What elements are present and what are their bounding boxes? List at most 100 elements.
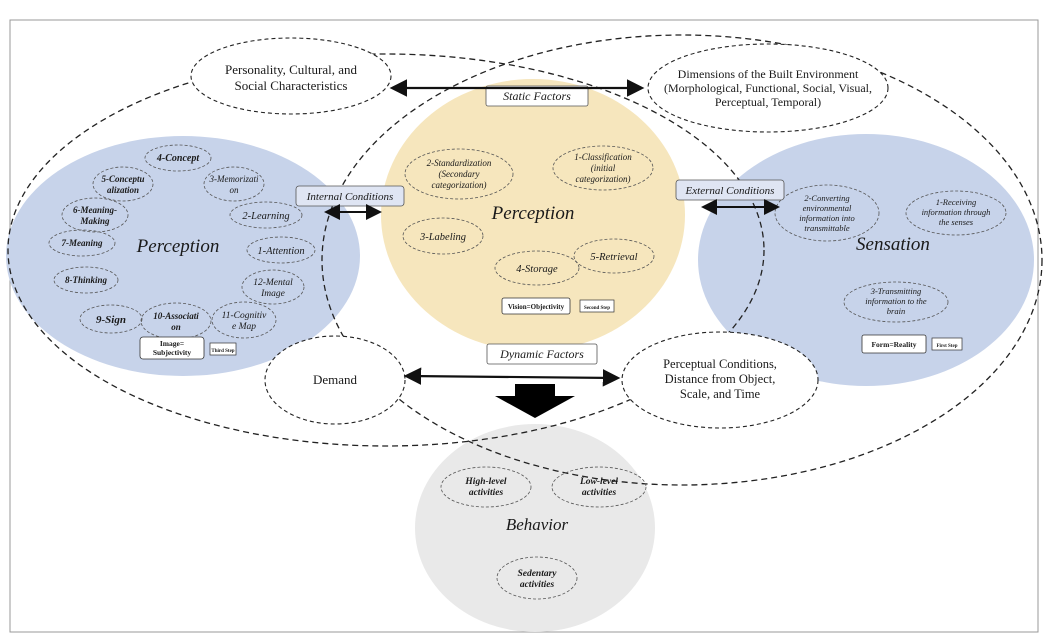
item-mental-image-1: 12-Mental (253, 278, 293, 288)
item-classification-ellipse (552, 145, 654, 191)
item-concept: 4-Concept (156, 153, 200, 164)
item-transmitting-3: brain (887, 306, 905, 316)
behavior-zone (415, 424, 655, 632)
item-transmitting-ellipse (843, 281, 949, 323)
item-sign: 9-Sign (96, 314, 126, 326)
personality-line-1: Personality, Cultural, and (225, 62, 358, 77)
item-receiving-2: information through (922, 207, 991, 217)
first-step-box (931, 337, 963, 351)
item-high-level-2: activities (469, 488, 504, 498)
item-low-level-ellipse (551, 466, 647, 508)
item-sign-ellipse (79, 304, 143, 334)
item-meaning-making-1: 6-Meaning- (73, 205, 117, 215)
item-standardization-1: 2-Standardization (427, 158, 492, 168)
item-attention-ellipse (246, 236, 316, 264)
item-thinking-ellipse (53, 266, 119, 294)
third-step-label: Third Step (211, 349, 234, 354)
second-step-box (579, 299, 615, 313)
item-high-level-ellipse (440, 466, 532, 508)
built-environment-ellipse (647, 43, 889, 133)
item-converting-3: information into (799, 213, 855, 223)
item-standardization-2: (Secondary (439, 169, 480, 179)
behavior-down-arrow (495, 384, 575, 418)
perceptual-conditions-ellipse (621, 331, 819, 429)
image-subjectivity-1: Image= (160, 339, 184, 348)
item-receiving-1: 1-Receiving (936, 197, 977, 207)
image-subjectivity-2: Subjectivity (153, 348, 192, 357)
form-reality-label: Form=Reality (871, 340, 916, 349)
item-concept-ellipse (144, 144, 212, 172)
perceptual-conditions-line-2: Distance from Object, (665, 372, 776, 386)
dynamic-factors-arrow (403, 367, 621, 387)
item-converting-1: 2-Converting (804, 193, 849, 203)
item-cognitive-map-ellipse (211, 301, 277, 339)
item-meaning-ellipse (48, 229, 116, 257)
item-storage: 4-Storage (516, 264, 558, 275)
item-cognitive-map-1: 11-Cognitiv (222, 311, 267, 321)
left-perception-title: Perception (136, 236, 220, 257)
item-retrieval: 5-Retrieval (590, 252, 637, 263)
third-step-box (209, 342, 237, 356)
vision-objectivity-box (501, 297, 571, 315)
behavior-title: Behavior (506, 515, 569, 534)
item-sedentary-2: activities (520, 580, 555, 590)
item-conceptualization-ellipse (92, 166, 154, 202)
static-factors-label: Static Factors (503, 89, 571, 103)
item-learning: 2-Learning (242, 211, 289, 222)
left-big-ellipse (7, 53, 765, 447)
left-perception-zone (6, 136, 360, 376)
item-attention: 1-Attention (257, 246, 304, 257)
item-association-2: on (171, 322, 181, 332)
item-converting-ellipse (774, 184, 880, 242)
item-mental-image-ellipse (241, 269, 305, 305)
item-thinking: 8-Thinking (65, 275, 108, 285)
item-association-1: 10-Associati (153, 311, 199, 321)
item-mental-image-2: Image (260, 289, 285, 299)
item-labeling: 3-Labeling (419, 232, 466, 243)
vision-objectivity-label: Vision=Objectivity (508, 303, 565, 311)
item-storage-ellipse (494, 250, 580, 286)
item-labeling-ellipse (402, 217, 484, 255)
item-converting-2: environmental (803, 203, 852, 213)
item-transmitting-2: information to the (865, 296, 927, 306)
item-cognitive-map-2: e Map (232, 322, 256, 332)
built-env-line-1: Dimensions of the Built Environment (678, 67, 859, 81)
image-subjectivity-box (139, 336, 205, 360)
perceptual-conditions-line-1: Perceptual Conditions, (663, 357, 777, 371)
item-low-level-1: Low-level (579, 477, 618, 487)
item-receiving-3: the senses (939, 217, 974, 227)
item-retrieval-ellipse (573, 238, 655, 274)
item-memorization-ellipse (203, 166, 265, 202)
item-low-level-2: activities (582, 488, 617, 498)
item-classification-3: categorization) (576, 174, 631, 184)
item-standardization-ellipse (404, 148, 514, 200)
sensation-title: Sensation (856, 234, 930, 255)
perceptual-conditions-line-3: Scale, and Time (680, 387, 761, 401)
item-sedentary-1: Sedentary (517, 569, 557, 579)
item-converting-4: transmittable (804, 223, 850, 233)
demand-label: Demand (313, 372, 358, 387)
item-conceptualization-2: alization (107, 185, 139, 195)
item-memorization-1: 3-Memorizati (209, 174, 259, 184)
item-transmitting-1: 3-Transmitting (870, 286, 922, 296)
personality-ellipse (190, 37, 392, 115)
center-perception-zone (381, 79, 685, 351)
built-env-line-3: Perceptual, Temporal) (715, 95, 821, 109)
item-meaning: 7-Meaning (61, 238, 103, 248)
item-high-level-1: High-level (464, 477, 507, 487)
outer-frame (9, 19, 1039, 633)
second-step-label: Second Step (584, 306, 610, 311)
center-perception-title: Perception (491, 203, 575, 224)
built-env-line-2: (Morphological, Functional, Social, Visu… (664, 81, 872, 95)
form-reality-box (861, 334, 927, 354)
item-classification-1: 1-Classification (574, 152, 632, 162)
item-receiving-ellipse (905, 190, 1007, 236)
item-memorization-2: on (230, 185, 240, 195)
item-meaning-making-2: Making (79, 216, 110, 226)
item-standardization-3: categorization) (432, 180, 487, 190)
item-meaning-making-ellipse (61, 197, 129, 233)
item-sedentary-ellipse (496, 556, 578, 600)
right-big-ellipse (321, 34, 1043, 486)
